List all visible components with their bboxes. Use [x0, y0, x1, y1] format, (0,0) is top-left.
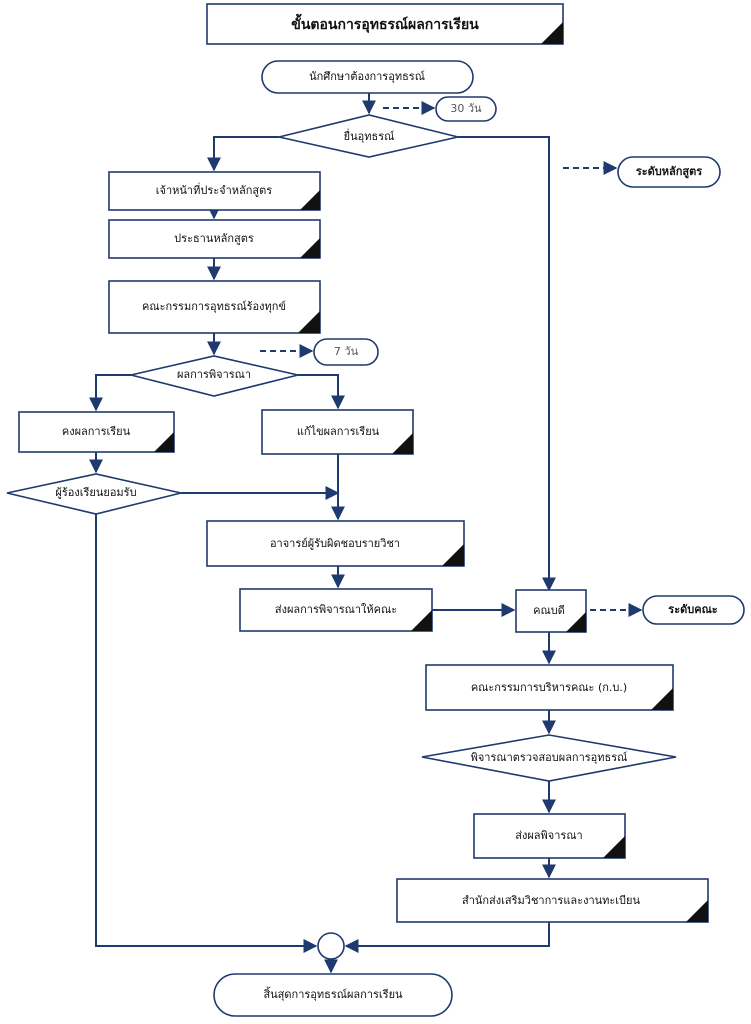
result-decision: ผลการพิจารณา — [130, 355, 299, 397]
edge-submit-staff — [207, 136, 279, 172]
faculty-level-label: ระดับคณะ — [668, 603, 718, 616]
accept-label: ผู้ร้องเรียนยอมรับ — [55, 486, 136, 499]
exec-committee-box: คณะกรรมการบริหารคณะ (ก.บ.) — [425, 664, 674, 711]
end-terminal: สิ้นสุดการอุทธรณ์ผลการเรียน — [213, 973, 453, 1017]
send-result-box: ส่งผลพิจารณา — [473, 813, 626, 859]
chair-box: ประธานหลักสูตร — [108, 219, 321, 259]
exec-committee-label: คณะกรรมการบริหารคณะ (ก.บ.) — [471, 681, 627, 694]
staff-label: เจ้าหน้าที่ประจำหลักสูตร — [156, 182, 273, 197]
result-label: ผลการพิจารณา — [177, 368, 251, 381]
end-label: สิ้นสุดการอุทธรณ์ผลการเรียน — [263, 986, 403, 1001]
edge-result-keep — [89, 374, 131, 412]
edge-result-revise — [298, 374, 345, 410]
page-title: ขั้นตอนการอุทธรณ์ผลการเรียน — [291, 13, 479, 33]
review-label: พิจารณาตรวจสอบผลการอุทธรณ์ — [471, 751, 628, 764]
revise-box: แก้ไขผลการเรียน — [261, 409, 414, 455]
faculty-level-badge: ระดับคณะ — [642, 595, 745, 625]
send-result-label: ส่งผลพิจารณา — [515, 829, 582, 842]
days7-label: 7 วัน — [334, 345, 359, 358]
registrar-label: สำนักส่งเสริมวิชาการและงานทะเบียน — [462, 894, 641, 907]
keep-label: คงผลการเรียน — [62, 425, 131, 438]
edge-accept-merge — [95, 514, 318, 953]
dean-label: คณบดี — [533, 604, 565, 617]
instructor-box: อาจารย์ผู้รับผิดชอบรายวิชา — [206, 520, 465, 567]
instructor-label: อาจารย์ผู้รับผิดชอบรายวิชา — [270, 537, 400, 550]
dean-box: คณบดี — [515, 589, 587, 633]
days30-badge: 30 วัน — [435, 96, 497, 122]
review-decision: พิจารณาตรวจสอบผลการอุทธรณ์ — [421, 734, 677, 782]
edge-registrar-merge — [344, 922, 550, 953]
submit-decision: ยื่นอุทธรณ์ — [278, 114, 459, 158]
revise-label: แก้ไขผลการเรียน — [297, 425, 380, 438]
committee-label: คณะกรรมการอุทธรณ์ร้องทุกข์ — [142, 300, 286, 313]
submit-label: ยื่นอุทธรณ์ — [344, 128, 395, 143]
committee-box: คณะกรรมการอุทธรณ์ร้องทุกข์ — [108, 280, 321, 334]
days7-badge: 7 วัน — [313, 338, 379, 366]
start-label: นักศึกษาต้องการอุทธรณ์ — [309, 70, 425, 83]
program-level-label: ระดับหลักสูตร — [636, 165, 702, 179]
registrar-box: สำนักส่งเสริมวิชาการและงานทะเบียน — [396, 878, 709, 923]
chair-label: ประธานหลักสูตร — [174, 232, 254, 245]
days30-label: 30 วัน — [450, 102, 482, 115]
merge-connector — [317, 932, 345, 960]
send-faculty-box: ส่งผลการพิจารณาให้คณะ — [239, 588, 433, 632]
send-faculty-label: ส่งผลการพิจารณาให้คณะ — [275, 603, 397, 616]
accept-decision: ผู้ร้องเรียนยอมรับ — [6, 473, 182, 515]
title-box: ขั้นตอนการอุทธรณ์ผลการเรียน — [206, 3, 564, 45]
connectors — [89, 93, 643, 974]
edge-submit-dean — [458, 136, 556, 592]
program-level-badge: ระดับหลักสูตร — [617, 156, 721, 188]
staff-box: เจ้าหน้าที่ประจำหลักสูตร — [108, 171, 321, 211]
keep-box: คงผลการเรียน — [18, 411, 175, 453]
start-terminal: นักศึกษาต้องการอุทธรณ์ — [261, 60, 474, 94]
